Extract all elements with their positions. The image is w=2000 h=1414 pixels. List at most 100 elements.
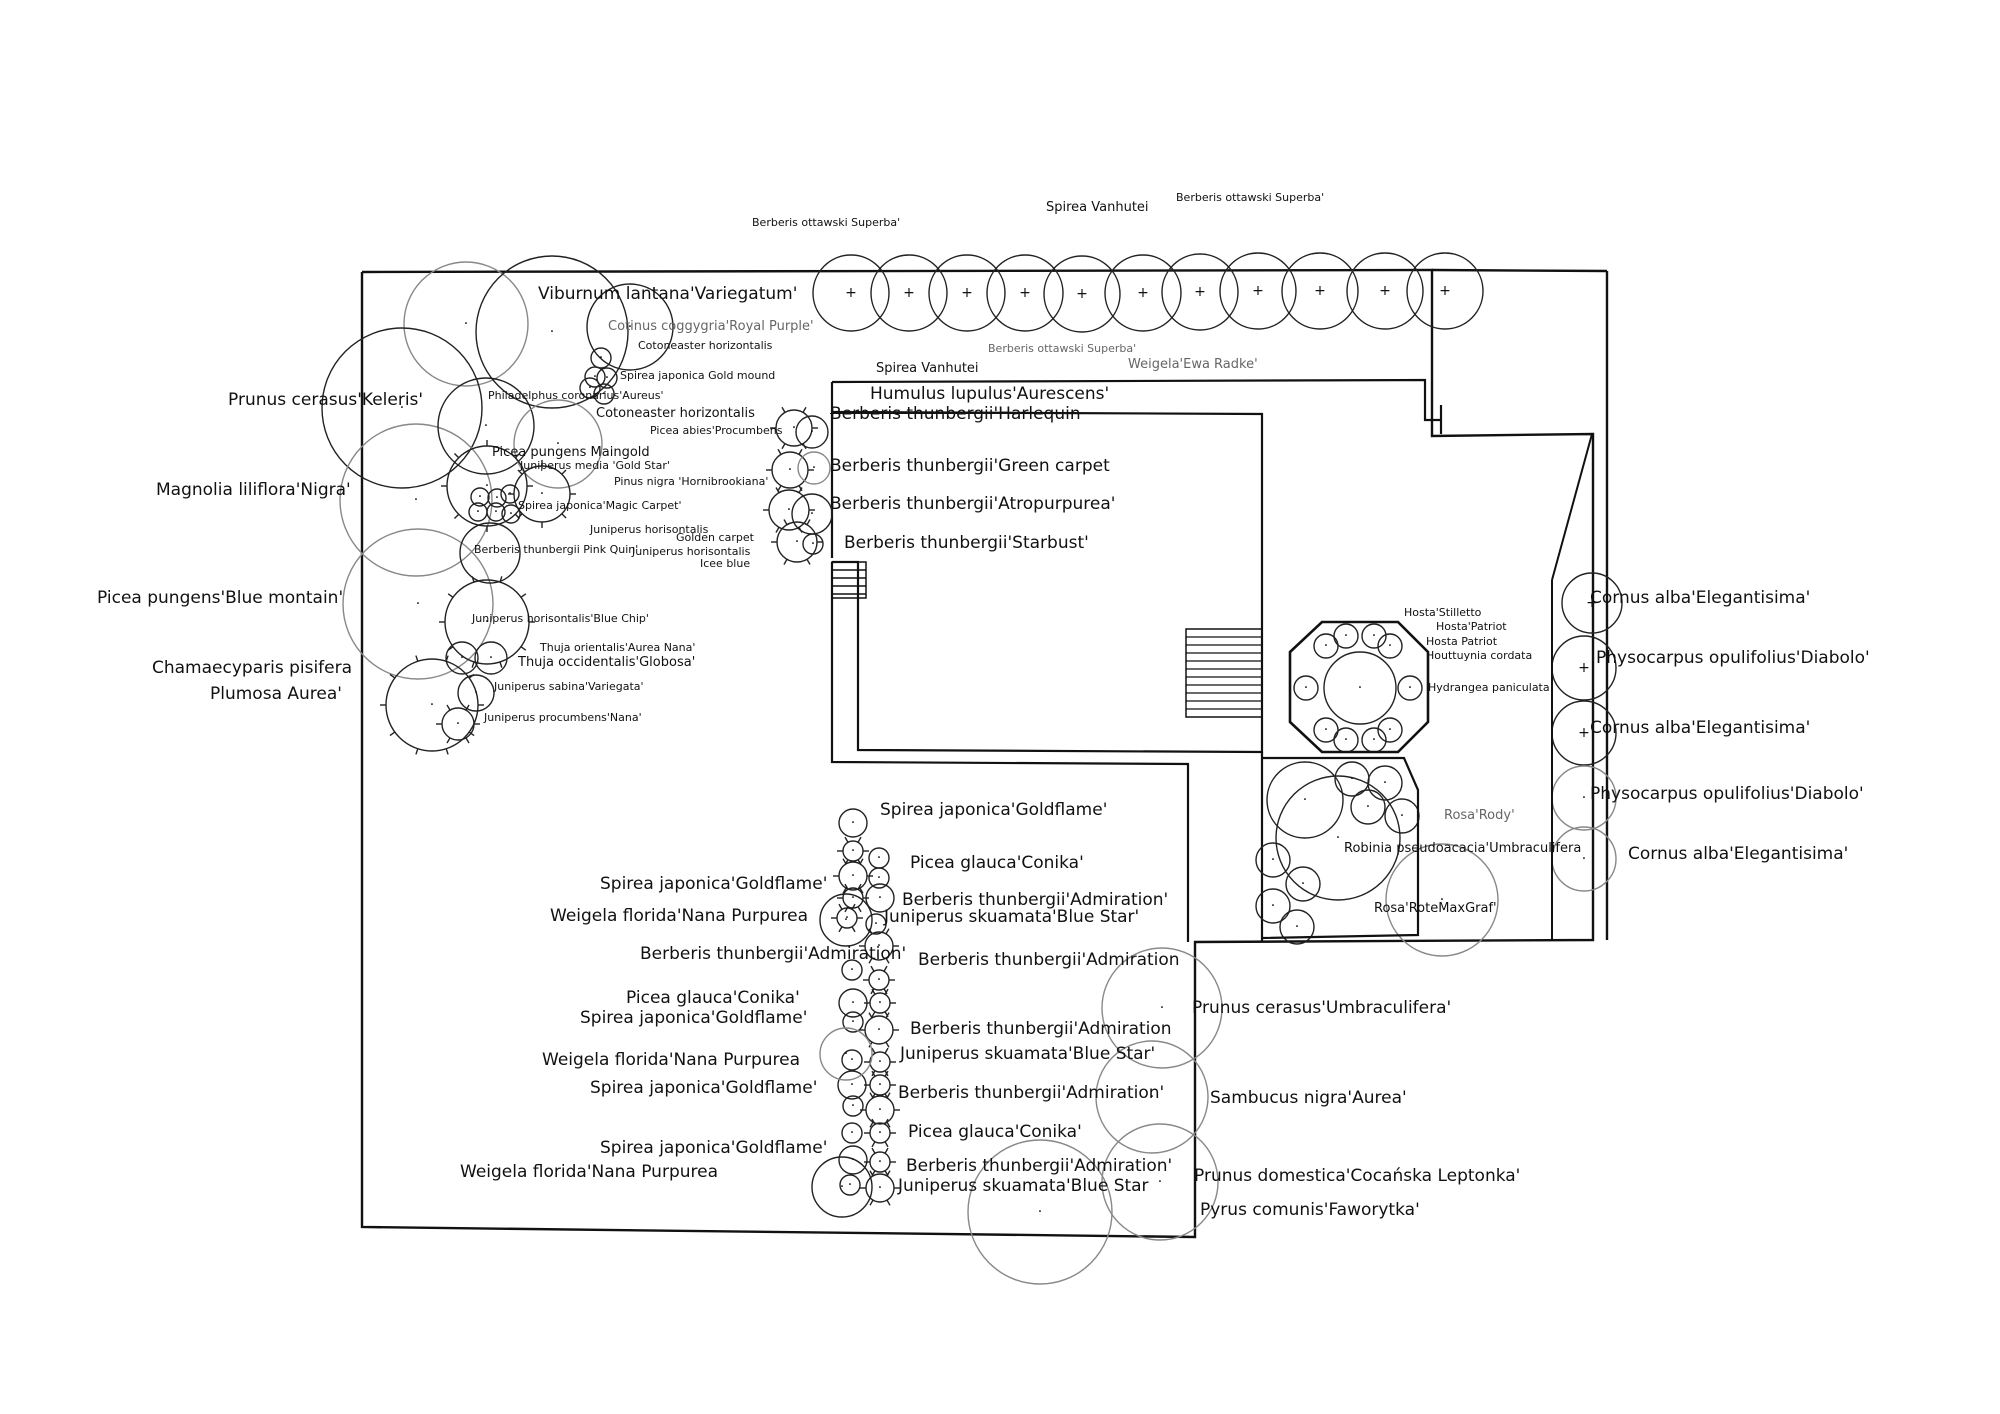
plant-center-mark: · — [494, 504, 498, 520]
plant-center-mark: · — [1344, 732, 1348, 748]
plant-label: Spirea japonica'Goldflame' — [580, 1008, 808, 1028]
conifer-tick — [884, 1070, 889, 1077]
plant-center-mark: · — [1303, 792, 1307, 808]
plant-label: Juniperus media 'Gold Star' — [520, 459, 670, 472]
plant-symbol — [841, 1049, 863, 1071]
plant-center-mark: · — [878, 1180, 882, 1196]
conifer-tick — [885, 1012, 890, 1019]
steps-east-treads — [1186, 636, 1262, 710]
conifer-tick — [868, 928, 873, 935]
plant-symbol — [1406, 252, 1484, 330]
plant-center-mark: · — [877, 972, 881, 988]
plant-center-mark: · — [489, 650, 493, 666]
conifer-tick — [869, 1121, 874, 1128]
plant-label: Berberis ottawski Superba' — [752, 216, 901, 229]
conifer-tick — [871, 1141, 876, 1148]
plant-label: Viburnum lantana'Variegatum' — [538, 284, 798, 304]
plant-symbol — [321, 327, 483, 489]
plant-label: Weigela'Ewa Radke' — [1128, 357, 1258, 372]
plant-label: Juniperus sabina'Variegata' — [494, 680, 644, 693]
plant-label: Icee blue — [700, 557, 751, 570]
conifer-tick — [844, 883, 849, 890]
conifer-tick — [802, 406, 807, 413]
plant-label: Spirea Vanhutei — [1046, 200, 1149, 215]
plant-symbol — [500, 484, 520, 504]
plant-center-mark: · — [1324, 638, 1328, 654]
plant-symbol — [868, 867, 890, 889]
plant-center-mark: · — [628, 319, 632, 335]
conifer-tick — [885, 928, 890, 935]
plant-center-mark: · — [508, 486, 512, 502]
conifer-tick — [471, 576, 475, 583]
plant-symbol — [841, 1122, 863, 1144]
conifer-tick — [520, 646, 527, 651]
plant-symbol — [1293, 675, 1319, 701]
plant-center-mark: + — [903, 285, 915, 301]
conifer-tick — [471, 661, 475, 668]
conifer-tick — [775, 526, 780, 533]
plant-symbol — [797, 451, 831, 485]
plant-center-mark: · — [1358, 680, 1362, 696]
conifer-tick — [465, 737, 470, 744]
plant-center-mark: · — [416, 596, 420, 612]
conifer-tick — [871, 988, 876, 995]
conifer-tick — [869, 1199, 874, 1206]
plant-label: Cotoneaster horizontalis — [596, 406, 755, 421]
plant-label: Berberis thunbergii'Harlequin — [830, 404, 1081, 424]
plant-symbol — [1266, 761, 1344, 839]
plant-label: Berberis thunbergii'Atropurpurea' — [830, 494, 1116, 514]
conifer-tick — [798, 485, 803, 492]
plant-center-mark: · — [845, 910, 849, 926]
plant-symbol — [802, 533, 824, 555]
plant-symbol — [928, 254, 1006, 332]
plant-center-mark: · — [430, 697, 434, 713]
plant-center-mark: · — [850, 1077, 854, 1093]
plant-center-mark: · — [1372, 628, 1376, 644]
plant-center-mark: · — [850, 1125, 854, 1141]
steps-east — [1185, 628, 1263, 718]
conifer-tick — [446, 737, 451, 744]
plant-label: Thuja occidentalis'Globosa' — [518, 655, 696, 670]
plant-symbol — [486, 502, 506, 522]
conifer-tick — [447, 593, 454, 598]
conifer-tick — [389, 673, 396, 679]
conifer-tick — [517, 469, 523, 475]
plant-center-mark: · — [495, 490, 499, 506]
plant-center-mark: · — [593, 369, 597, 385]
plant-symbol — [865, 883, 895, 913]
conifer-tick — [415, 748, 419, 755]
plant-label: Picea pungens'Blue montain' — [97, 588, 344, 608]
plant-center-mark: · — [851, 1098, 855, 1114]
plant-symbol — [1313, 717, 1339, 743]
conifer-tick — [514, 452, 521, 459]
conifer-tick — [884, 988, 889, 995]
plant-center-mark: · — [1301, 876, 1305, 892]
conifer-tick — [561, 469, 567, 475]
conifer-tick — [885, 1041, 890, 1048]
conifer-tick — [859, 858, 864, 865]
plant-center-mark: · — [851, 1014, 855, 1030]
conifer-tick — [499, 661, 503, 668]
plant-symbol — [1285, 866, 1321, 902]
conifer-tick — [389, 731, 396, 737]
plant-label: Picea pungens Maingold — [492, 445, 650, 460]
plant-center-mark: + — [1439, 283, 1451, 299]
plant-symbol — [501, 504, 521, 524]
plant-label: Berberis thunbergii'Starbust' — [844, 533, 1089, 553]
plant-symbol — [586, 283, 674, 371]
conifer-tick — [868, 1012, 873, 1019]
plant-label: Sambucus nigra'Aurea' — [1210, 1088, 1407, 1108]
plant-label: Juniperus horisontalis'Blue Chip' — [472, 612, 649, 625]
plant-label: Berberis thunbergii'Green carpet — [830, 456, 1110, 476]
plant-center-mark: · — [878, 1077, 882, 1093]
plant-label: Berberis thunbergii'Admiration' — [906, 1156, 1173, 1176]
plant-label: Picea glauca'Conika' — [908, 1122, 1082, 1142]
plant-center-mark: · — [556, 436, 560, 452]
conifer-tick — [453, 452, 460, 459]
plant-label: Picea glauca'Conika' — [910, 853, 1084, 873]
plant-center-mark: + — [1019, 285, 1031, 301]
plant-symbol — [1397, 675, 1423, 701]
plant-label: Cotinus coggygria'Royal Purple' — [608, 319, 814, 334]
plant-symbol — [1367, 765, 1403, 801]
conifer-tick — [781, 443, 786, 450]
